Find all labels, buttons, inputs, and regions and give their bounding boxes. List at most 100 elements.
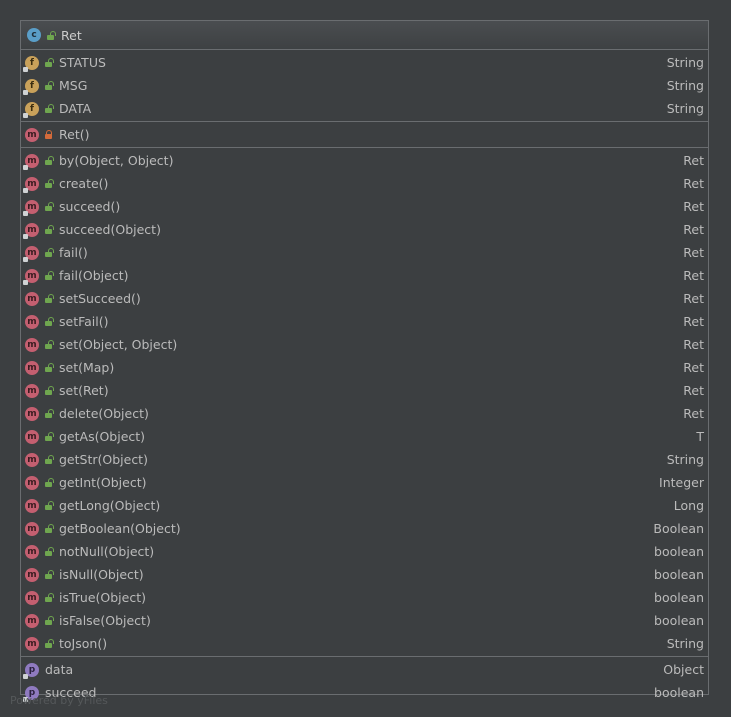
method-row[interactable]: m getAs(Object) T: [21, 425, 708, 448]
member-type: Ret: [683, 268, 704, 283]
member-type: Ret: [683, 337, 704, 352]
member-name: fail(Object): [59, 268, 129, 283]
method-row[interactable]: m Ret(): [21, 123, 708, 146]
public-lock-icon: [44, 409, 54, 418]
method-icon: m: [25, 429, 39, 444]
member-name: Ret(): [59, 127, 90, 142]
member-name: by(Object, Object): [59, 153, 174, 168]
member-name: isFalse(Object): [59, 613, 151, 628]
member-name: getBoolean(Object): [59, 521, 181, 536]
public-lock-icon: [44, 478, 54, 487]
footer-text: Powered by yFiles: [10, 694, 108, 707]
member-name: notNull(Object): [59, 544, 155, 559]
public-lock-icon: [44, 58, 54, 67]
member-type: Ret: [683, 314, 704, 329]
member-type: String: [666, 452, 704, 467]
constructors-section: m Ret(): [21, 122, 708, 148]
method-row[interactable]: m notNull(Object) boolean: [21, 540, 708, 563]
method-icon: m: [25, 383, 39, 398]
class-header: c Ret: [21, 21, 708, 50]
member-type: Ret: [683, 360, 704, 375]
member-name: set(Object, Object): [59, 337, 178, 352]
public-lock-icon: [44, 386, 54, 395]
member-type: Ret: [683, 291, 704, 306]
public-lock-icon: [44, 317, 54, 326]
member-name: setFail(): [59, 314, 109, 329]
public-lock-icon: [44, 340, 54, 349]
class-name: Ret: [61, 27, 82, 43]
public-lock-icon: [44, 104, 54, 113]
method-icon: m: [25, 636, 39, 651]
member-name: set(Ret): [59, 383, 109, 398]
method-icon: m: [23, 222, 39, 239]
member-name: succeed: [45, 685, 97, 700]
method-row[interactable]: m isTrue(Object) boolean: [21, 586, 708, 609]
field-icon: f: [23, 55, 39, 72]
public-lock-icon: [44, 81, 54, 90]
member-name: create(): [59, 176, 109, 191]
member-name: getInt(Object): [59, 475, 147, 490]
public-lock-icon: [44, 501, 54, 510]
member-type: String: [666, 55, 704, 70]
property-icon: p: [23, 685, 39, 702]
public-lock-icon: [44, 593, 54, 602]
method-icon: m: [25, 590, 39, 605]
method-icon: m: [25, 337, 39, 352]
member-name: succeed(): [59, 199, 121, 214]
member-name: set(Map): [59, 360, 115, 375]
public-lock-icon: [44, 570, 54, 579]
member-type: boolean: [654, 567, 704, 582]
public-lock-icon: [44, 271, 54, 280]
method-icon: m: [25, 544, 39, 559]
public-lock-icon: [44, 432, 54, 441]
method-icon: m: [25, 127, 39, 142]
public-lock-icon: [44, 616, 54, 625]
member-type: String: [666, 636, 704, 651]
public-lock-icon: [44, 248, 54, 257]
member-type: T: [696, 429, 704, 444]
member-name: delete(Object): [59, 406, 149, 421]
method-icon: m: [23, 268, 39, 285]
member-name: isTrue(Object): [59, 590, 146, 605]
property-icon: p: [23, 662, 39, 679]
member-type: boolean: [654, 544, 704, 559]
member-type: boolean: [654, 590, 704, 605]
member-type: Object: [663, 662, 704, 677]
method-row[interactable]: m set(Object, Object) Ret: [21, 333, 708, 356]
method-icon: m: [25, 475, 39, 490]
public-lock-icon: [44, 294, 54, 303]
member-type: Ret: [683, 199, 704, 214]
member-name: isNull(Object): [59, 567, 144, 582]
member-name: data: [45, 662, 74, 677]
member-type: Boolean: [653, 521, 704, 536]
method-row[interactable]: m fail(Object) Ret: [21, 264, 708, 287]
public-lock-icon: [44, 524, 54, 533]
member-name: getAs(Object): [59, 429, 146, 444]
member-type: String: [666, 101, 704, 116]
